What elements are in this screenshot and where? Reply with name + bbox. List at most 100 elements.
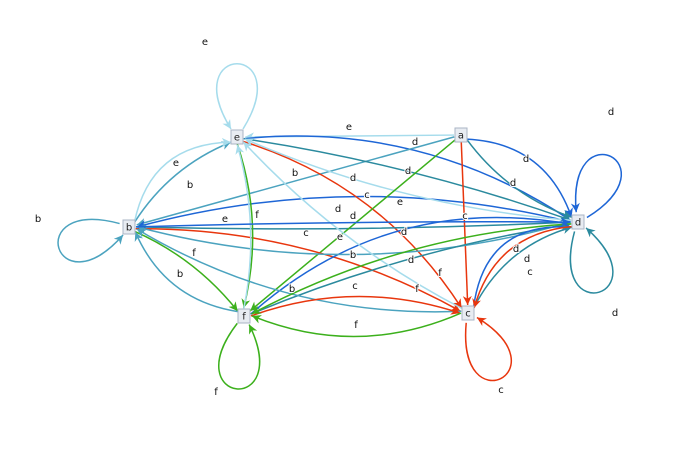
edge-b-d: [135, 217, 571, 228]
node-box[interactable]: [571, 214, 585, 230]
edge-label-c-d: d: [524, 254, 530, 265]
edge-line: [250, 216, 571, 315]
edge-line: [136, 195, 572, 229]
edge-label-d-f: f: [415, 284, 419, 295]
edge-d-b: [136, 195, 572, 229]
edge-f-c: [250, 295, 461, 317]
edge-line: [136, 221, 572, 256]
node-box[interactable]: [230, 129, 244, 145]
edge-line: [135, 227, 461, 312]
edge-d-b: [136, 221, 572, 256]
node-d[interactable]: d: [571, 214, 585, 230]
edge-label-f-d: d: [401, 227, 407, 238]
edge-label-f-b: b: [177, 269, 183, 280]
edge-line: [135, 217, 571, 228]
edge-label-e-e: e: [202, 37, 208, 48]
node-e[interactable]: e: [230, 129, 244, 145]
edge-label-d-b: d: [350, 173, 356, 184]
edge-d-e: [244, 138, 572, 222]
edge-f-b: [134, 231, 239, 313]
edge-line: [460, 141, 472, 306]
edge-a-d: [466, 138, 573, 218]
edge-f-f: [218, 322, 261, 390]
edge-e-d: [243, 137, 571, 222]
edge-line: [464, 316, 512, 382]
node-label: e: [234, 133, 240, 144]
edge-label-f-c: c: [352, 281, 358, 292]
edge-f-d: [250, 216, 571, 315]
edge-b-d: [135, 218, 571, 230]
edge-line: [250, 295, 461, 317]
edge-line: [218, 322, 261, 390]
edge-label-c-d: d: [513, 244, 519, 255]
edge-a-d: [466, 138, 572, 219]
edge-line: [133, 137, 231, 223]
edge-label-b-e: b: [187, 180, 193, 191]
edge-label-a-c: c: [462, 211, 468, 222]
edge-line: [136, 136, 455, 227]
edge-label-e-d: d: [412, 137, 418, 148]
node-c[interactable]: c: [461, 305, 475, 321]
node-box[interactable]: [461, 305, 475, 321]
edge-c-d: [472, 222, 572, 309]
edge-e-c: [242, 140, 463, 309]
node-label: c: [465, 309, 471, 320]
node-label: f: [242, 312, 246, 323]
edge-line: [472, 225, 573, 309]
edge-label-b-d: d: [335, 204, 341, 215]
edge-label-b-d: d: [350, 211, 356, 222]
edge-a-c: [460, 141, 472, 306]
edge-b-e: [133, 137, 231, 223]
edge-line: [251, 223, 572, 315]
edge-line: [472, 225, 573, 309]
edges-layer: [57, 63, 622, 390]
edge-d-c: [472, 225, 573, 309]
edge-label-a-d: d: [510, 178, 516, 189]
edge-line: [472, 222, 572, 309]
edge-label-c-b: b: [289, 284, 295, 295]
edge-line: [251, 312, 462, 338]
edge-f-e: [235, 144, 252, 310]
edge-label-b-f: f: [192, 248, 196, 259]
edge-line: [466, 138, 573, 218]
edge-label-a-f: e: [337, 232, 343, 243]
node-box[interactable]: [454, 127, 468, 143]
edge-label-b-c: c: [303, 228, 309, 239]
node-b[interactable]: b: [122, 219, 136, 235]
edge-label-d-d: d: [608, 107, 614, 118]
edge-line: [243, 137, 571, 222]
edge-e-d: [243, 135, 571, 221]
edge-c-d: [472, 225, 573, 309]
edge-label-a-e: e: [346, 122, 352, 133]
edge-label-d-e: e: [397, 197, 403, 208]
edge-line: [135, 218, 571, 230]
edge-line: [242, 141, 463, 310]
edge-label-e-c: c: [364, 190, 370, 201]
edge-c-c: [464, 316, 512, 382]
edge-label-e-d: d: [405, 166, 411, 177]
node-label: d: [575, 218, 581, 229]
edge-line: [134, 230, 239, 312]
edge-line: [243, 135, 571, 221]
edge-a-b: [136, 136, 455, 227]
edge-d-d: [569, 227, 614, 294]
node-box[interactable]: [122, 219, 136, 235]
edge-b-b: [57, 218, 124, 263]
edge-label-d-b: b: [350, 250, 356, 261]
edge-line: [570, 153, 622, 219]
node-box[interactable]: [237, 308, 251, 324]
edge-d-f: [251, 223, 572, 315]
edge-c-e: [242, 141, 463, 310]
edge-line: [57, 218, 124, 263]
node-f[interactable]: f: [237, 308, 251, 324]
edge-b-e: [133, 141, 232, 223]
edge-label-c-c: c: [498, 385, 504, 396]
node-a[interactable]: a: [454, 127, 468, 143]
edge-a-f: [249, 138, 457, 312]
edge-line: [242, 140, 463, 309]
edge-label-b-e: e: [173, 158, 179, 169]
edge-line: [569, 227, 614, 294]
